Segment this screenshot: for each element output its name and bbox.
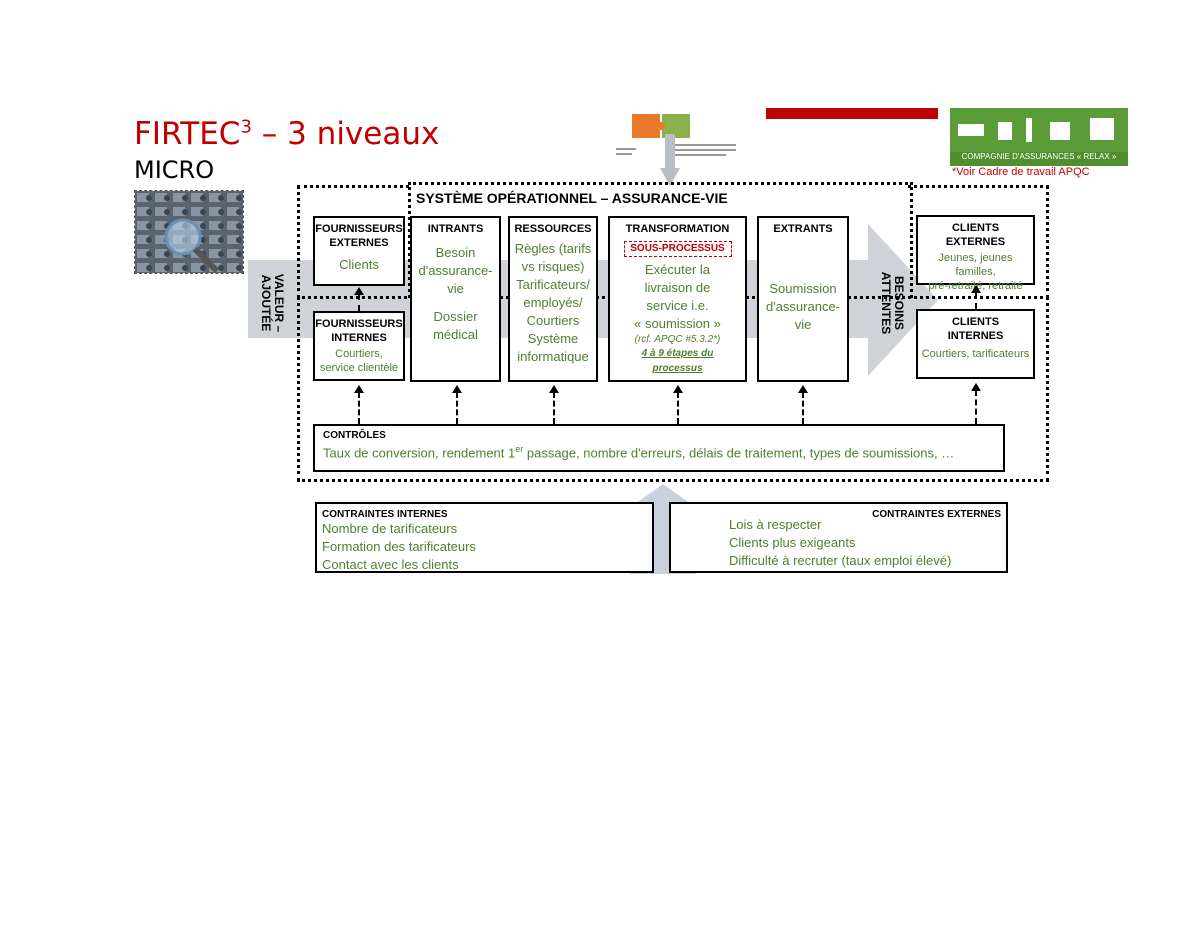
clients-externes-box: CLIENTS EXTERNES Jeunes, jeunes familles…: [916, 215, 1035, 292]
contrainte-externe-item: Clients plus exigeants: [729, 535, 856, 550]
ressources-box: RESSOURCES Règles (tarifs vs risques) Ta…: [508, 216, 598, 382]
extrants-box: EXTRANTS Soumission d'assurance- vie: [757, 216, 849, 382]
system-title: SYSTÈME OPÉRATIONNEL – ASSURANCE-VIE: [416, 190, 728, 206]
fournisseurs-link-arrowhead: [354, 287, 364, 295]
apqc-down-arrow: [660, 134, 680, 186]
contraintes-internes-box: CONTRAINTES INTERNES Nombre de tarificat…: [315, 502, 654, 573]
fournisseurs-externes-box: FOURNISSEURS EXTERNES Clients: [313, 216, 405, 286]
page-title: FIRTEC3 – 3 niveaux: [134, 116, 440, 152]
transformation-text: Exécuter la livraison de service i.e. « …: [634, 262, 721, 331]
controles-title: CONTRÔLES: [323, 430, 386, 441]
ressources-title: RESSOURCES: [514, 223, 592, 235]
clients-internes-text: Courtiers, tarificateurs: [921, 348, 1030, 360]
control-arrow-line-2: [456, 392, 458, 424]
page-subtitle: MICRO: [134, 156, 215, 184]
apqc-puzzle-logo: [612, 106, 752, 166]
clients-externes-title: CLIENTS EXTERNES: [945, 222, 1006, 248]
intrants-title: INTRANTS: [427, 223, 484, 235]
controles-box: CONTRÔLES Taux de conversion, rendement …: [313, 424, 1005, 472]
control-arrowhead-5: [798, 385, 808, 393]
besoins-attentes-label: BESOINS ATTENTES: [879, 271, 906, 335]
contrainte-interne-item: Formation des tarificateurs: [322, 539, 476, 554]
fournisseurs-externes-title: FOURNISSEURS EXTERNES: [315, 223, 403, 249]
transformation-title: TRANSFORMATION: [625, 223, 730, 235]
extrants-text: Soumission d'assurance- vie: [765, 281, 841, 332]
fournisseurs-externes-text: Clients: [339, 257, 379, 272]
control-arrowhead-1: [354, 385, 364, 393]
fournisseurs-link-line: [358, 294, 360, 311]
contraintes-externes-list: Lois à respecter Clients plus exigeants …: [729, 516, 1006, 570]
intrants-text-2: Dossier médical: [433, 309, 478, 342]
control-arrow-line-1: [358, 392, 360, 424]
relax-company-logo: COMPAGNIE D'ASSURANCES « RELAX »: [950, 108, 1128, 166]
valeur-ajoutee-label: VALEUR – AJOUTÉE: [259, 273, 286, 333]
control-arrowhead-3: [549, 385, 559, 393]
controles-text: Taux de conversion, rendement 1er passag…: [323, 444, 955, 461]
control-arrowhead-4: [673, 385, 683, 393]
red-banner-bar: [766, 108, 938, 119]
contraintes-externes-box: CONTRAINTES EXTERNES Lois à respecter Cl…: [669, 502, 1008, 573]
external-client-boundary: [908, 185, 1049, 299]
contrainte-externe-item: Lois à respecter: [729, 517, 822, 532]
ressources-text: Règles (tarifs vs risques) Tarificateurs…: [514, 241, 592, 364]
transformation-steps: 4 à 9 étapes du processus: [641, 348, 714, 374]
contrainte-interne-item: Nombre de tarificateurs: [322, 521, 458, 536]
clients-link-arrowhead: [971, 285, 981, 293]
fournisseurs-internes-title: FOURNISSEURS INTERNES: [315, 318, 403, 344]
apqc-note: *Voir Cadre de travail APQC: [952, 166, 1090, 178]
contraintes-internes-list: Nombre de tarificateurs Formation des ta…: [322, 520, 652, 574]
control-arrow-line-4: [677, 392, 679, 424]
control-arrow-line-5: [802, 392, 804, 424]
control-arrowhead-6: [971, 383, 981, 391]
fournisseurs-internes-box: FOURNISSEURS INTERNES Courtiers, service…: [313, 311, 405, 381]
transformation-ref: (rcf. APQC #5.3.2*): [634, 334, 721, 345]
transformation-box: TRANSFORMATION SOUS-PROCESSUS Exécuter l…: [608, 216, 747, 382]
intrants-box: INTRANTS Besoin d'assurance- vie Dossier…: [410, 216, 501, 382]
relax-label: COMPAGNIE D'ASSURANCES « RELAX »: [961, 152, 1117, 161]
clients-link-line: [975, 292, 977, 309]
operational-system-boundary: [408, 182, 913, 298]
intrants-text-1: Besoin d'assurance- vie: [418, 245, 493, 296]
control-arrowhead-2: [452, 385, 462, 393]
clients-internes-box: CLIENTS INTERNES Courtiers, tarificateur…: [916, 309, 1035, 379]
control-arrow-line-6: [975, 390, 977, 424]
clients-internes-title: CLIENTS INTERNES: [947, 316, 1004, 342]
contrainte-externe-item: Difficulté à recruter (taux emploi élevé…: [729, 553, 952, 568]
fournisseurs-internes-text: Courtiers, service clientèle: [319, 348, 399, 374]
contraintes-externes-title: CONTRAINTES EXTERNES: [872, 509, 1001, 520]
contraintes-internes-title: CONTRAINTES INTERNES: [322, 509, 448, 520]
contrainte-interne-item: Contact avec les clients: [322, 557, 459, 572]
puzzle-magnifier-image: [134, 190, 244, 274]
extrants-title: EXTRANTS: [773, 223, 833, 235]
control-arrow-line-3: [553, 392, 555, 424]
sous-processus-badge: SOUS-PROCESSUS: [623, 241, 732, 257]
external-supplier-boundary: [297, 185, 409, 299]
